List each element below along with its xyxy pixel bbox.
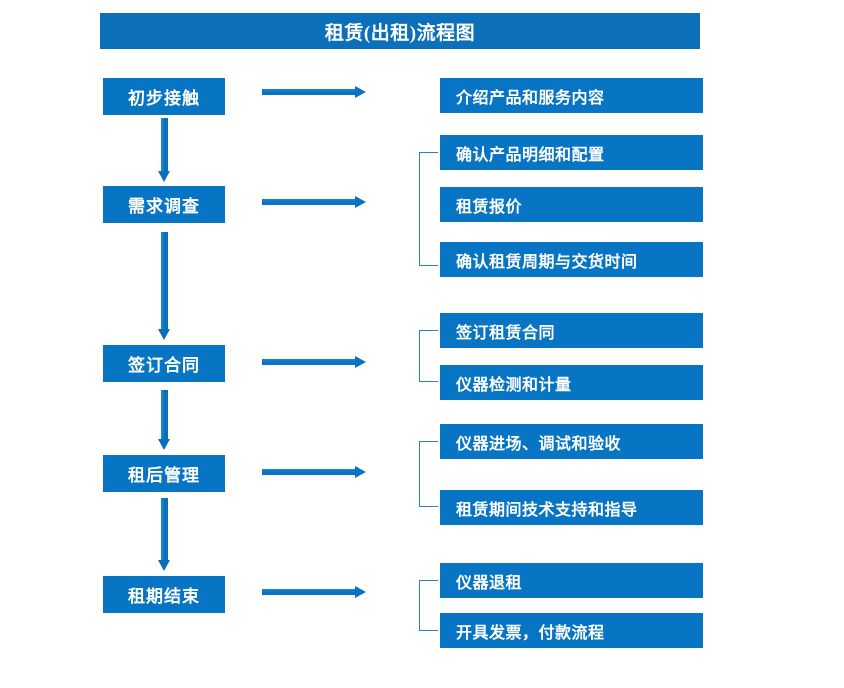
arrow-head-icon [355, 86, 366, 98]
detail-box-1[interactable]: 介绍产品和服务内容 [440, 78, 703, 113]
arrow-shaft [161, 232, 168, 329]
arrow-head-icon [158, 329, 170, 340]
arrow-shaft [161, 118, 168, 171]
detail-box-9[interactable]: 仪器退租 [440, 563, 703, 598]
detail-box-8[interactable]: 租赁期间技术支持和指导 [440, 490, 703, 525]
vertical-arrow-1 [158, 118, 170, 182]
vertical-arrow-3 [158, 390, 170, 450]
flowchart-title: 租赁(出租)流程图 [100, 13, 700, 49]
arrow-shaft [161, 498, 168, 560]
arrow-head-icon [158, 560, 170, 571]
arrow-head-icon [355, 196, 366, 208]
detail-box-2[interactable]: 确认产品明细和配置 [440, 135, 703, 170]
horizontal-arrow-4 [262, 466, 366, 478]
horizontal-arrow-5 [262, 586, 366, 598]
arrow-shaft [262, 199, 355, 205]
detail-box-7[interactable]: 仪器进场、调试和验收 [440, 424, 703, 459]
detail-box-5[interactable]: 签订租赁合同 [440, 313, 703, 348]
arrow-shaft [262, 589, 355, 595]
arrow-head-icon [355, 466, 366, 478]
arrow-shaft [262, 359, 355, 365]
detail-box-4[interactable]: 确认租赁周期与交货时间 [440, 242, 703, 277]
arrow-shaft [262, 89, 355, 95]
stage-box-3[interactable]: 签订合同 [103, 345, 225, 382]
group-bracket-4 [419, 580, 438, 631]
detail-box-6[interactable]: 仪器检测和计量 [440, 365, 703, 400]
vertical-arrow-4 [158, 498, 170, 571]
arrow-head-icon [158, 439, 170, 450]
horizontal-arrow-3 [262, 356, 366, 368]
arrow-head-icon [355, 586, 366, 598]
stage-box-2[interactable]: 需求调查 [103, 186, 225, 223]
group-bracket-3 [419, 441, 438, 507]
arrow-head-icon [355, 356, 366, 368]
detail-box-10[interactable]: 开具发票，付款流程 [440, 613, 703, 648]
stage-box-4[interactable]: 租后管理 [103, 455, 225, 492]
detail-box-3[interactable]: 租赁报价 [440, 187, 703, 222]
group-bracket-1 [419, 152, 438, 266]
arrow-shaft [262, 469, 355, 475]
vertical-arrow-2 [158, 232, 170, 340]
arrow-shaft [161, 390, 168, 439]
arrow-head-icon [158, 171, 170, 182]
horizontal-arrow-2 [262, 196, 366, 208]
stage-box-1[interactable]: 初步接触 [103, 78, 225, 115]
group-bracket-2 [419, 330, 438, 382]
stage-box-5[interactable]: 租期结束 [103, 576, 225, 613]
horizontal-arrow-1 [262, 86, 366, 98]
